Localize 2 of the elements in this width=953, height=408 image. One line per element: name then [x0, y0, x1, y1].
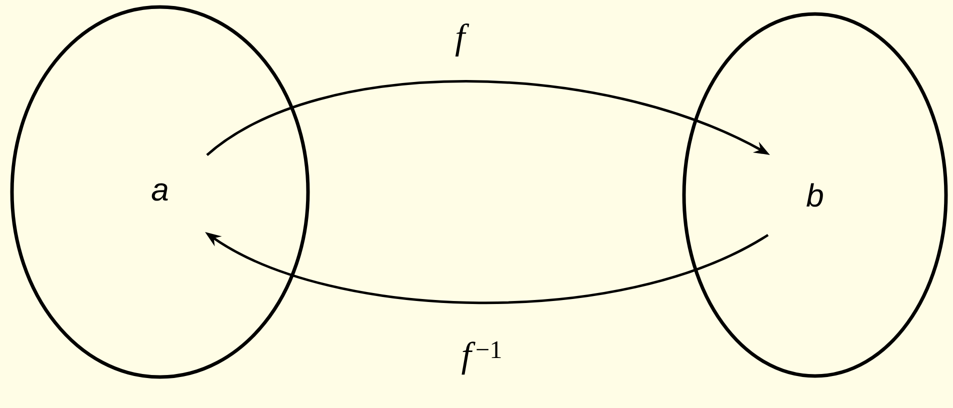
- edge-label: f$^{−1}$: [460, 340, 504, 376]
- edge-label: f: [454, 22, 470, 58]
